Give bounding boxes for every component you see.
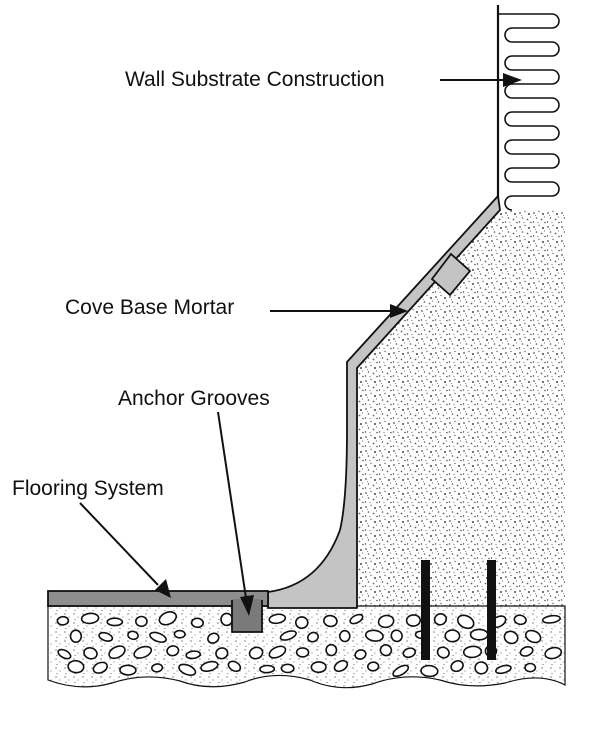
wall-substrate [496,5,560,211]
label-flooring-system: Flooring System [12,477,164,500]
arrow-icon [217,411,254,616]
concrete-slab [47,605,566,689]
mortar-anchor-groove [430,252,472,297]
aggregate-stone-icon [56,611,563,678]
floor-anchor-groove [231,600,263,633]
anchor-rod-icon [487,560,496,660]
label-anchor-grooves: Anchor Grooves [118,387,270,410]
arrow-icon [270,304,408,318]
anchor-rod-icon [421,560,430,660]
arrow-icon [79,502,171,598]
label-wall-substrate: Wall Substrate Construction [125,68,385,91]
arrow-icon [440,73,522,87]
label-cove-base-mortar: Cove Base Mortar [65,296,234,319]
concrete-wall-body [357,210,565,608]
